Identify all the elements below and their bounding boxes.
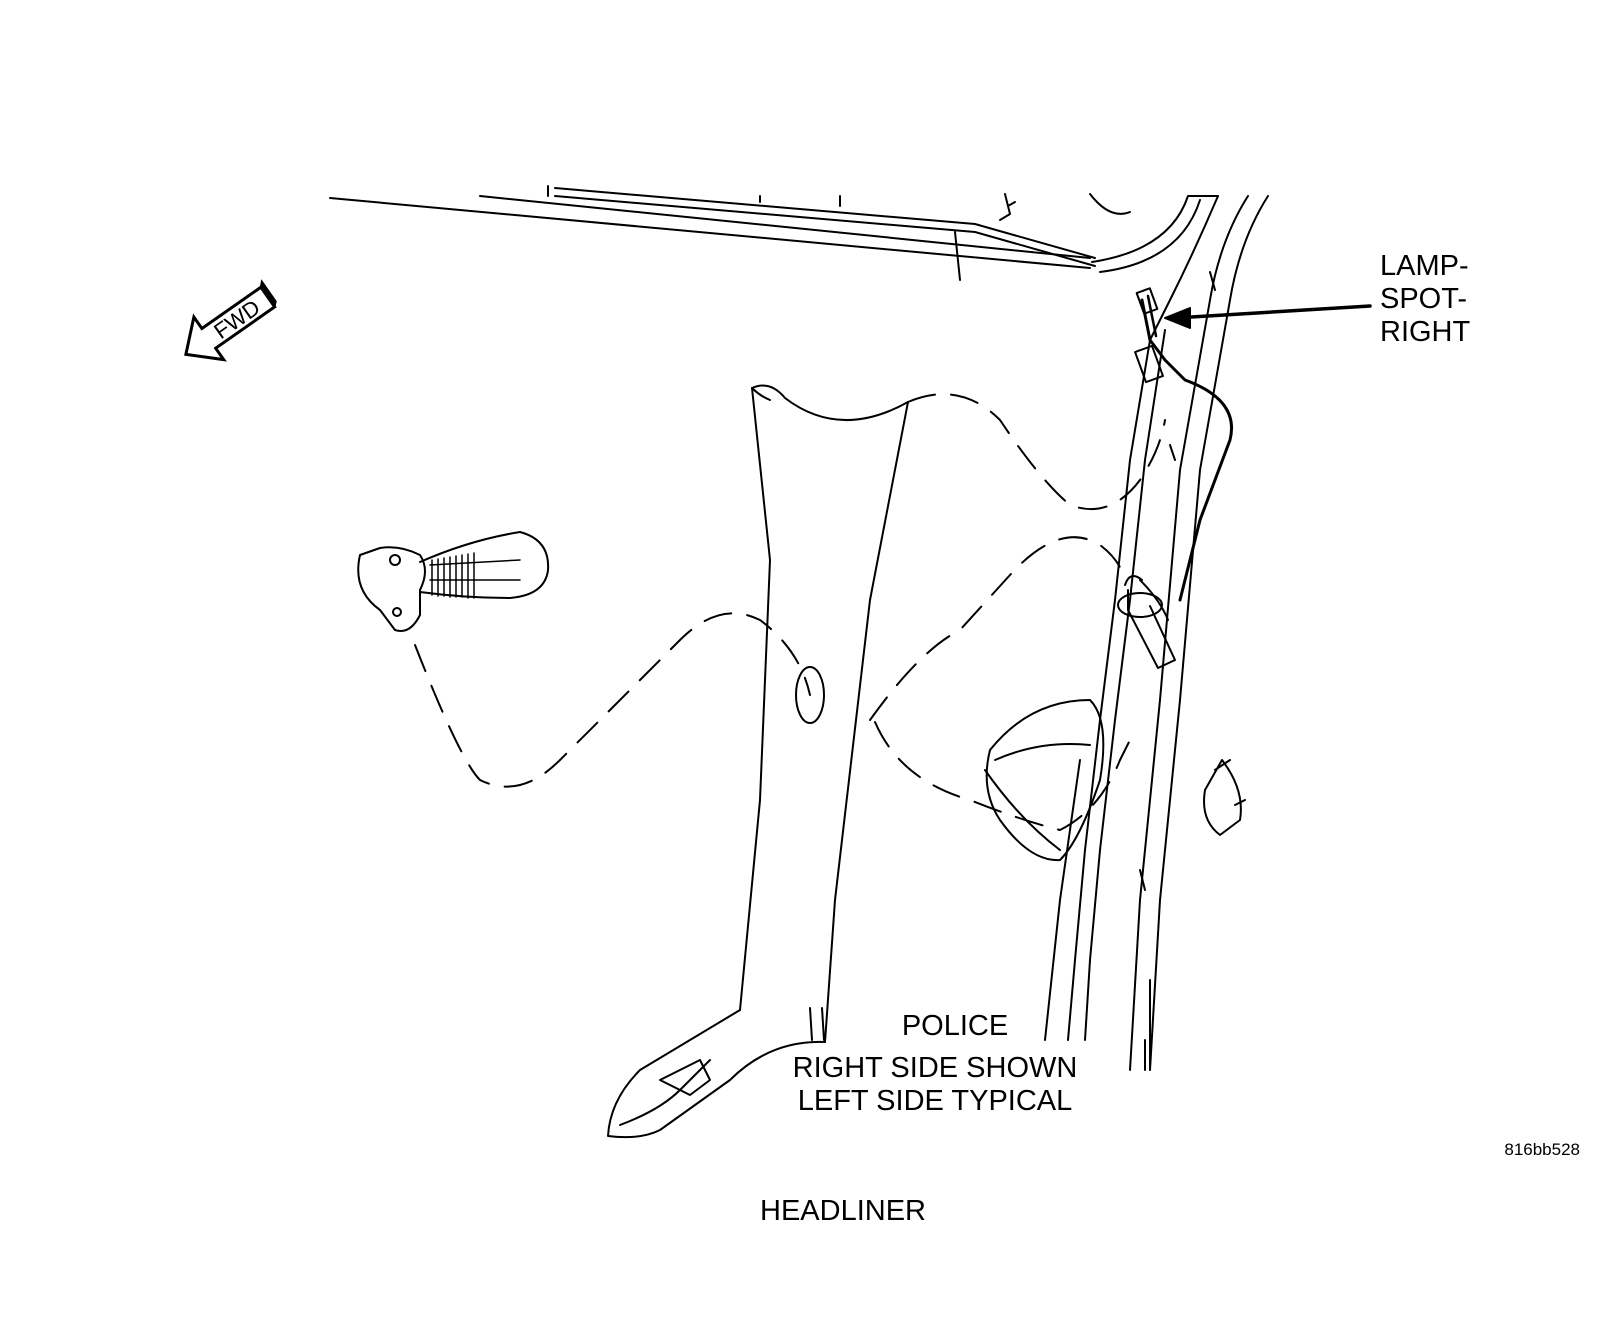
view-note-line-2: LEFT SIDE TYPICAL: [797, 1085, 1073, 1117]
routing-dashed-lines: [414, 393, 1166, 831]
police-caption: POLICE: [901, 1010, 1009, 1042]
spot-lamp-mount: [1117, 575, 1176, 669]
spot-lamp: [357, 531, 550, 632]
lamp-spot-right-label: LAMP- SPOT- RIGHT: [1380, 250, 1470, 349]
view-note-caption: RIGHT SIDE SHOWN LEFT SIDE TYPICAL: [770, 1052, 1100, 1118]
roof-rail: [329, 185, 1131, 281]
door-frame: [1044, 195, 1269, 1071]
figure-id: 816bb528: [1504, 1140, 1580, 1159]
view-note-line-1: RIGHT SIDE SHOWN: [792, 1052, 1078, 1084]
lamp-housing: [984, 699, 1105, 862]
wire-harness: [1134, 287, 1246, 836]
callout-line-3: RIGHT: [1380, 316, 1471, 348]
section-title: HEADLINER: [760, 1195, 926, 1227]
callout-line-1: LAMP-: [1380, 250, 1469, 282]
callout-line-2: SPOT-: [1380, 283, 1468, 315]
pillar-trim-panel: [607, 384, 909, 1139]
fwd-arrow-icon: FWD: [184, 279, 277, 362]
callout-leader: [1164, 304, 1372, 329]
